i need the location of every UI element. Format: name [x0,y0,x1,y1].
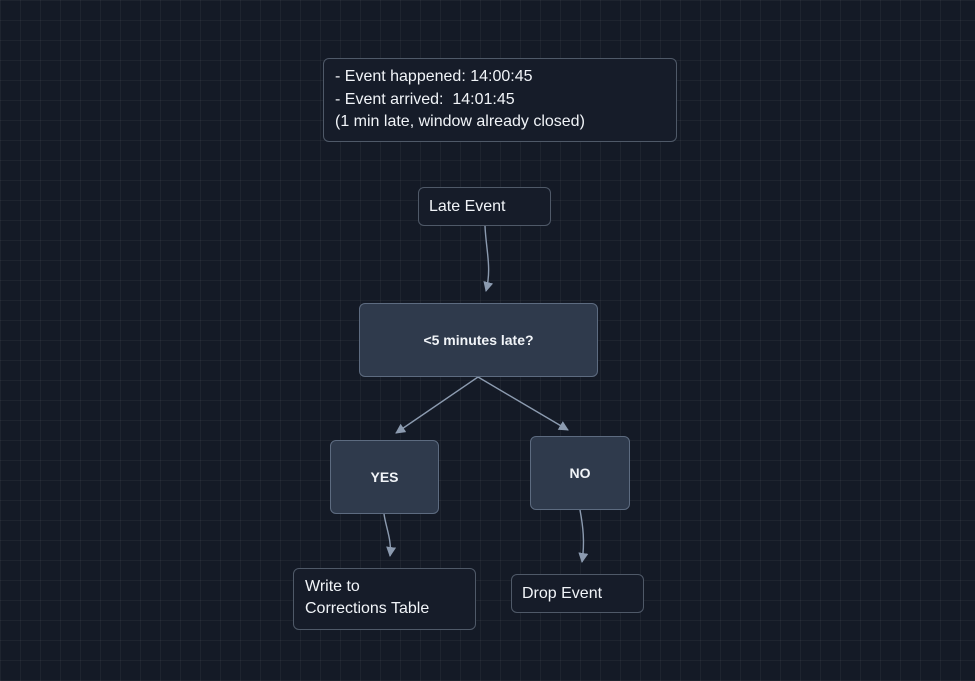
write-corrections-line-2: Corrections Table [305,600,430,617]
yes-label: YES [370,469,399,485]
note-line-arrived: - Event arrived: 14:01:45 [335,90,515,108]
no-node: NO [530,436,630,510]
write-corrections-line-1: Write to [305,578,360,595]
note-line-late: (1 min late, window already closed) [335,113,585,130]
late-threshold-decision: <5 minutes late? [359,303,598,377]
edge-late-to-question [483,225,494,292]
yes-node: YES [330,440,439,514]
late-event-node: Late Event [418,187,551,226]
edge-yes-to-write [383,513,397,557]
drop-event-node: Drop Event [511,574,644,613]
edge-question-to-no [477,376,569,431]
edge-question-to-yes [395,376,479,434]
edge-no-to-drop [578,509,589,563]
write-corrections-node: Write to Corrections Table [293,568,476,630]
context-note: - Event happened: 14:00:45 - Event arriv… [323,58,677,142]
late-event-label: Late Event [429,198,506,215]
no-label: NO [569,465,591,481]
note-line-happened: - Event happened: 14:00:45 [335,68,533,85]
drop-event-label: Drop Event [522,585,603,602]
decision-label: <5 minutes late? [423,332,534,348]
